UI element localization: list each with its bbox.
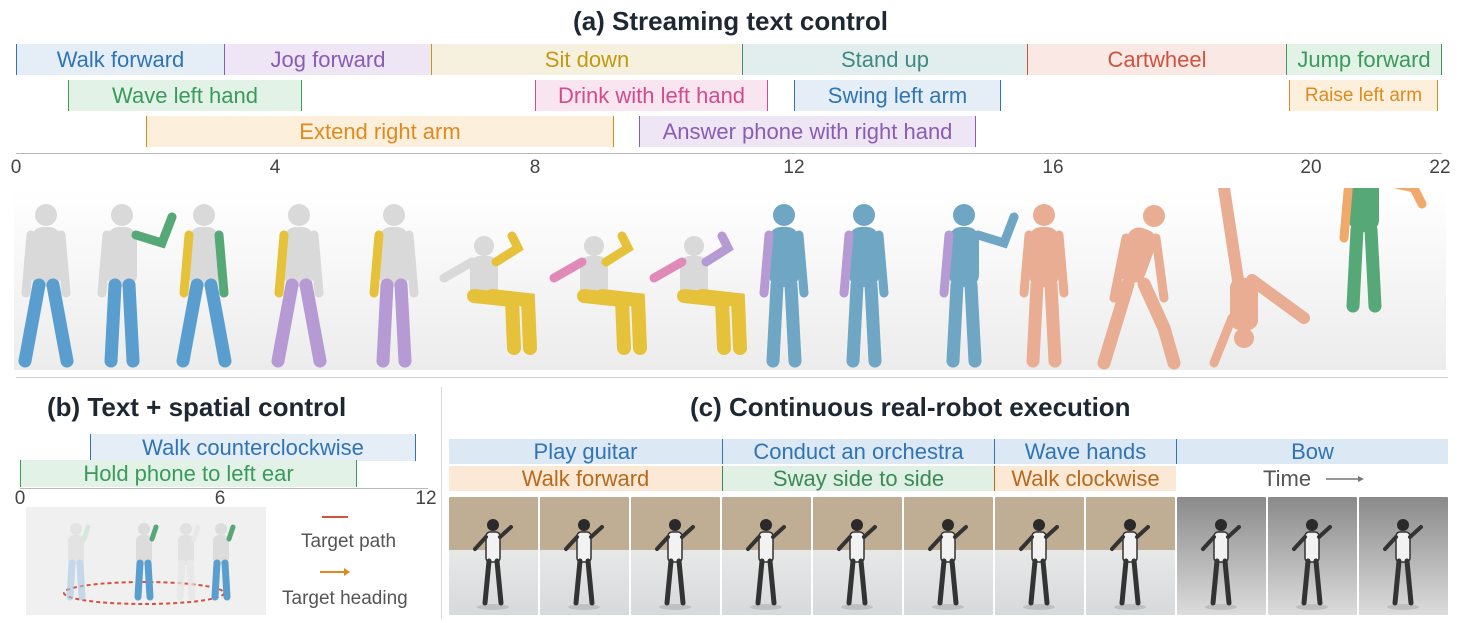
human-figure <box>176 523 201 601</box>
robot-frame <box>540 497 629 615</box>
segment-sit-down: Sit down <box>431 44 742 75</box>
robot-frame <box>631 497 720 615</box>
panel-a-title: (a) Streaming text control <box>573 6 888 36</box>
segment-wave-left-hand: Wave left hand <box>68 80 302 111</box>
human-figure <box>1019 204 1069 368</box>
motion-figure-strip <box>14 188 1446 370</box>
segment-swing-left-arm: Swing left arm <box>794 80 1001 111</box>
segment-play-guitar: Play guitar <box>449 439 722 464</box>
humanoid-robot-icon <box>746 519 786 610</box>
robot-frame <box>1268 497 1357 615</box>
human-figure <box>839 204 889 368</box>
segment-sway-side-to-side: Sway side to side <box>722 466 994 491</box>
segment-answer-phone: Answer phone with right hand <box>639 116 976 147</box>
tick-label: 4 <box>269 157 281 178</box>
humanoid-robot-icon <box>1201 519 1241 610</box>
human-figure <box>211 523 236 601</box>
tick-label: 16 <box>1042 157 1064 178</box>
human-figure <box>18 204 74 368</box>
segment-bow: Bow <box>1176 439 1448 464</box>
human-figure <box>97 204 177 368</box>
tick-label: 0 <box>14 488 26 509</box>
time-arrow-icon <box>1326 476 1364 482</box>
humanoid-robot-icon <box>1019 519 1059 610</box>
segment-walk-counterclockwise: Walk counterclockwise <box>90 434 416 461</box>
panel-divider <box>441 387 442 619</box>
panel-c-title: (c) Continuous real-robot execution <box>690 392 1131 422</box>
human-figure <box>176 204 232 368</box>
segment-jump-forward: Jump forward <box>1286 44 1442 75</box>
segment-jog-forward: Jog forward <box>224 44 431 75</box>
humanoid-robot-icon <box>928 519 968 610</box>
human-figure <box>271 204 327 368</box>
robot-frame <box>813 497 902 615</box>
target-heading-arrow <box>320 568 350 576</box>
human-figure <box>134 523 159 601</box>
section-divider <box>16 377 1448 378</box>
robot-frame <box>904 497 993 615</box>
tick-label: 6 <box>214 488 226 509</box>
tick-label: 12 <box>783 157 805 178</box>
segment-raise-left-arm: Raise left arm <box>1289 80 1438 111</box>
humanoid-robot-icon <box>1383 519 1423 610</box>
segment-extend-right-arm: Extend right arm <box>146 116 614 147</box>
human-figure <box>66 523 91 601</box>
segment-cartwheel: Cartwheel <box>1027 44 1286 75</box>
tick-label: 22 <box>1429 157 1451 178</box>
timeline-axis-b <box>20 488 428 489</box>
target-path-label: Target path <box>301 531 397 552</box>
timeline-axis <box>16 153 1442 154</box>
segment-conduct-orchestra: Conduct an orchestra <box>722 439 994 464</box>
robot-frame <box>1359 497 1448 615</box>
segment-wave-hands: Wave hands <box>994 439 1176 464</box>
robot-frame <box>449 497 538 615</box>
segment-drink-left-hand: Drink with left hand <box>535 80 768 111</box>
human-figure <box>1339 188 1427 313</box>
robot-frame <box>1086 497 1175 615</box>
humanoid-robot-icon <box>1110 519 1150 610</box>
target-path-line <box>322 516 348 518</box>
human-figure <box>649 231 747 355</box>
tick-label: 0 <box>10 157 22 178</box>
human-figure <box>439 231 537 355</box>
spatial-control-scene <box>26 507 266 615</box>
segment-walk-forward: Walk forward <box>16 44 224 75</box>
segment-walk-clockwise: Walk clockwise <box>994 466 1176 491</box>
human-figure <box>1097 205 1181 370</box>
human-figure <box>939 204 1019 368</box>
robot-frame <box>995 497 1084 615</box>
human-figure <box>369 204 419 368</box>
segment-stand-up: Stand up <box>742 44 1027 75</box>
human-figure <box>1209 188 1310 368</box>
humanoid-robot-icon <box>564 519 604 610</box>
segment-hold-phone-left-ear: Hold phone to left ear <box>20 460 357 487</box>
tick-label: 12 <box>415 488 437 509</box>
time-label: Time <box>1263 466 1312 491</box>
humanoid-robot-icon <box>1292 519 1332 610</box>
humanoid-robot-icon <box>655 519 695 610</box>
tick-label: 20 <box>1300 157 1322 178</box>
robot-frame <box>722 497 811 615</box>
humanoid-robot-icon <box>837 519 877 610</box>
humanoid-robot-icon <box>473 519 513 610</box>
panel-b-title: (b) Text + spatial control <box>47 392 347 422</box>
tick-label: 8 <box>529 157 541 178</box>
target-heading-label: Target heading <box>282 588 408 609</box>
segment-walk-forward-robot: Walk forward <box>449 466 722 491</box>
human-figure <box>549 231 647 355</box>
human-figure <box>759 204 809 368</box>
robot-frame <box>1177 497 1266 615</box>
